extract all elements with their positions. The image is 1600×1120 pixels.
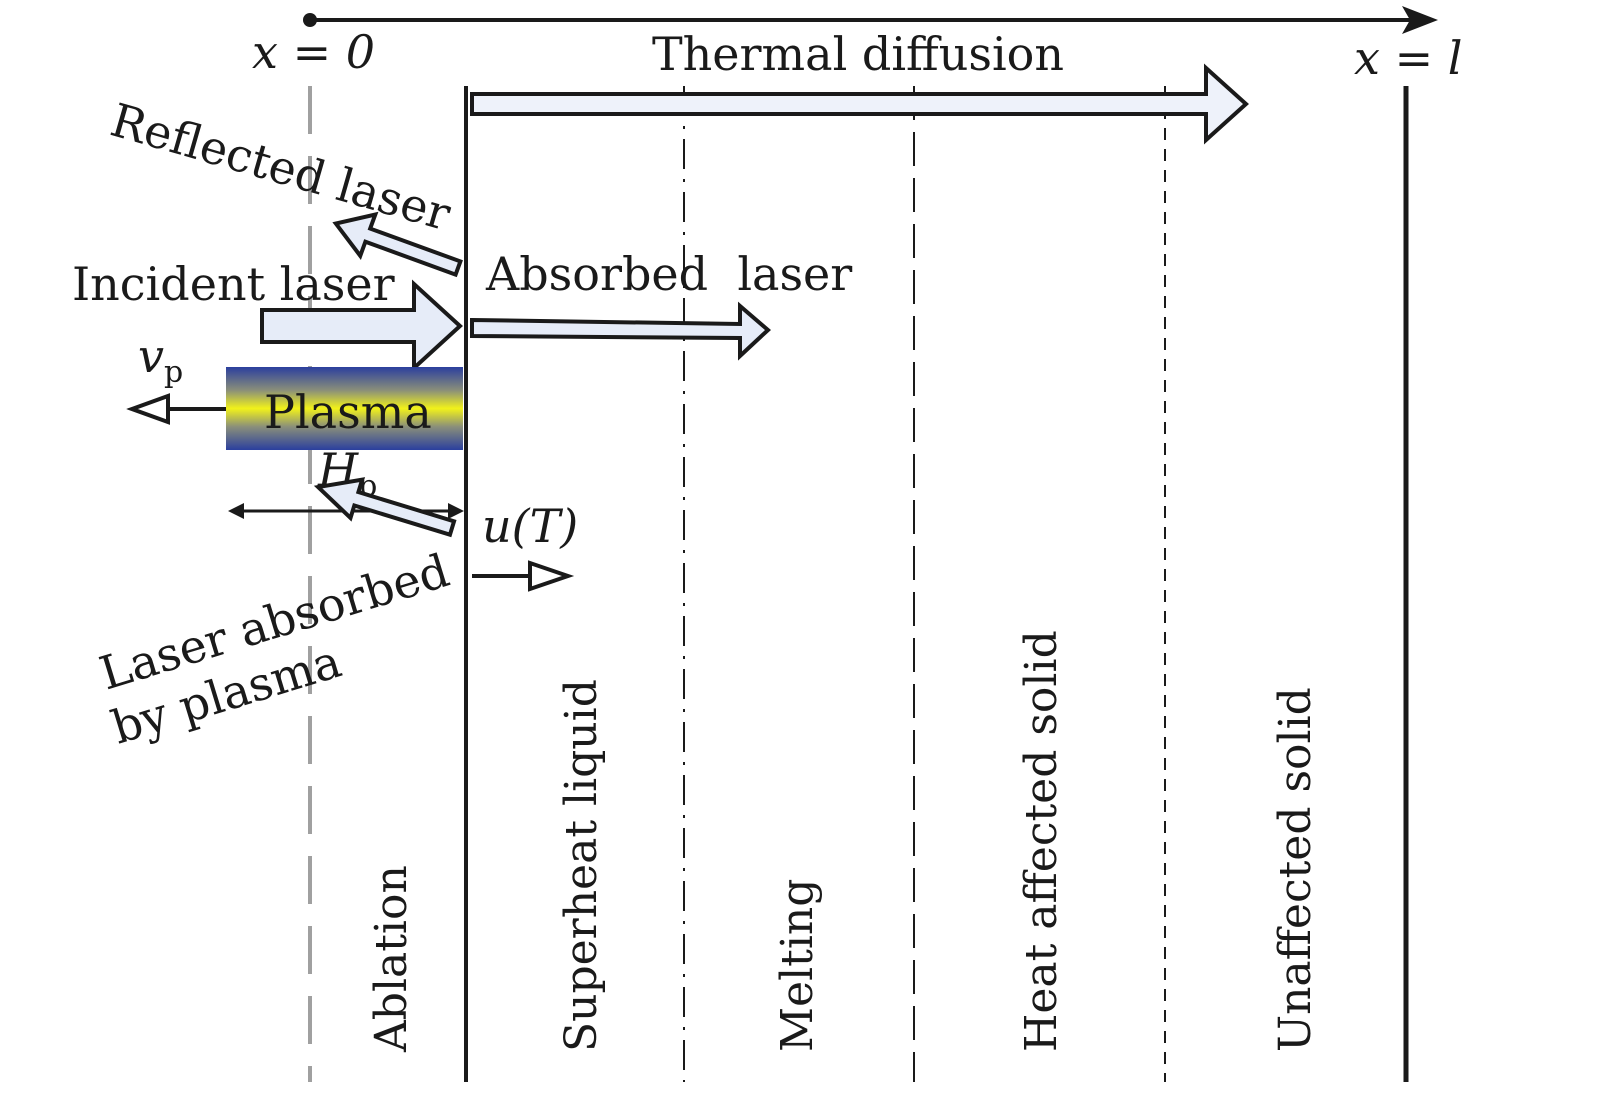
- recession-velocity-label: u(T): [482, 499, 578, 553]
- laser-absorbed-by-plasma-arrow: [313, 477, 457, 538]
- absorbed-laser-label: Absorbed laser: [485, 247, 852, 301]
- plasma-velocity-label: vp: [138, 329, 183, 390]
- reflected-laser-label: Reflected laser: [105, 93, 457, 241]
- incident-laser-label: Incident laser: [72, 257, 395, 311]
- plasma-block: [226, 367, 463, 450]
- incident-laser-arrow: [260, 279, 463, 373]
- region-label-ablation: Ablation: [366, 865, 417, 1053]
- region-label-melting: Melting: [772, 879, 823, 1052]
- plasma-thickness-left-arrowhead: [228, 503, 244, 519]
- region-label-superheat-liquid: Superheat liquid: [556, 679, 607, 1052]
- plasma-velocity-arrowhead: [126, 393, 170, 425]
- region-label-heat-affected-solid: Heat affected solid: [1016, 630, 1067, 1052]
- x-start-label: x = 0: [252, 25, 375, 79]
- reflected-laser-arrow: [332, 211, 463, 278]
- region-label-unaffected-solid: Unaffected solid: [1270, 687, 1321, 1052]
- thermal-diffusion-label: Thermal diffusion: [652, 27, 1064, 81]
- plasma-label: Plasma: [264, 385, 432, 439]
- plasma-thickness-right-arrowhead: [448, 503, 464, 519]
- absorbed-laser-arrow: [470, 301, 772, 361]
- x-axis-arrowhead: [1402, 6, 1438, 34]
- thermal-diffusion-arrow: [470, 63, 1249, 145]
- recession-velocity-arrowhead: [528, 560, 575, 592]
- plasma-velocity-symbol: v: [138, 329, 164, 383]
- x-axis: [303, 6, 1438, 34]
- x-end-label: x = l: [1354, 31, 1462, 85]
- plasma-velocity-subscript: p: [164, 355, 183, 390]
